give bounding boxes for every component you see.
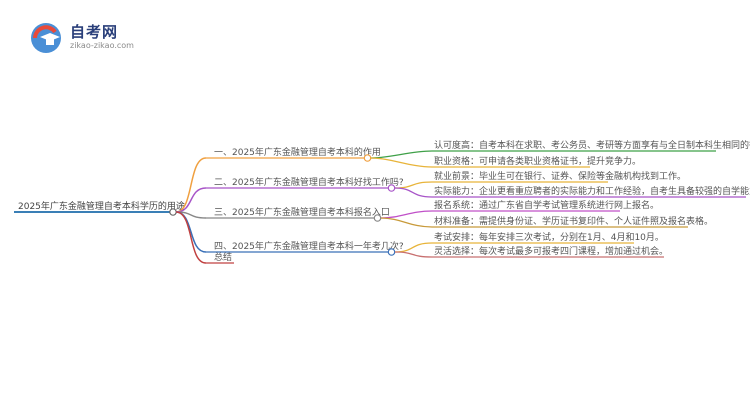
leaf-label: 考试安排：每年安排三次考试，分别在1月、4月和10月。 — [434, 231, 664, 243]
leaf-label: 灵活选择：每次考试最多可报考四门课程，增加通过机会。 — [434, 245, 668, 257]
branch-connector-dot — [387, 248, 396, 256]
leaf-connector — [394, 187, 433, 198]
branch-label: 四、2025年广东金融管理自考本科一年考几次? — [214, 240, 404, 252]
graduation-cap-icon — [31, 23, 61, 53]
brand-domain: zikao-zikao.com — [70, 41, 134, 50]
leaf-label: 实际能力：企业更看重应聘者的实际能力和工作经验，自考生具备较强的自学能力。 — [434, 185, 750, 197]
leaf-label: 材料准备：需提供身份证、学历证书复印件、个人证件照及报名表格。 — [434, 215, 713, 227]
leaf-connector — [370, 157, 433, 168]
branch-connector — [175, 211, 207, 264]
brand-name: 自考网 — [70, 23, 119, 41]
branch-connector — [175, 187, 207, 213]
leaf-label: 认可度高：自考本科在求职、考公务员、考研等方面享有与全日制本科生相同的待遇。 — [434, 139, 750, 151]
branch-connector-dot — [363, 154, 372, 162]
leaf-label: 职业资格：可申请各类职业资格证书，提升竞争力。 — [434, 155, 641, 167]
root-connector-dot — [169, 208, 177, 216]
root-node-label: 2025年广东金融管理自考本科学历的用途 — [18, 200, 185, 212]
brand-logo[interactable]: 自考网 zikao-zikao.com — [30, 18, 150, 58]
branch-label: 二、2025年广东金融管理自考本科好找工作吗? — [214, 176, 404, 188]
leaf-connector — [394, 251, 433, 258]
branch-label: 总结 — [214, 251, 232, 263]
branch-connector-dot — [387, 184, 396, 192]
leaf-label: 就业前景：毕业生可在银行、证券、保险等金融机构找到工作。 — [434, 170, 686, 182]
branch-connector-dot — [373, 214, 382, 222]
leaf-connector — [380, 217, 433, 228]
leaf-label: 报名系统：通过广东省自学考试管理系统进行网上报名。 — [434, 199, 659, 211]
branch-label: 三、2025年广东金融管理自考本科报名入口 — [214, 206, 390, 218]
branch-connector — [175, 157, 207, 213]
branch-label: 一、2025年广东金融管理自考本科的作用 — [214, 146, 381, 158]
